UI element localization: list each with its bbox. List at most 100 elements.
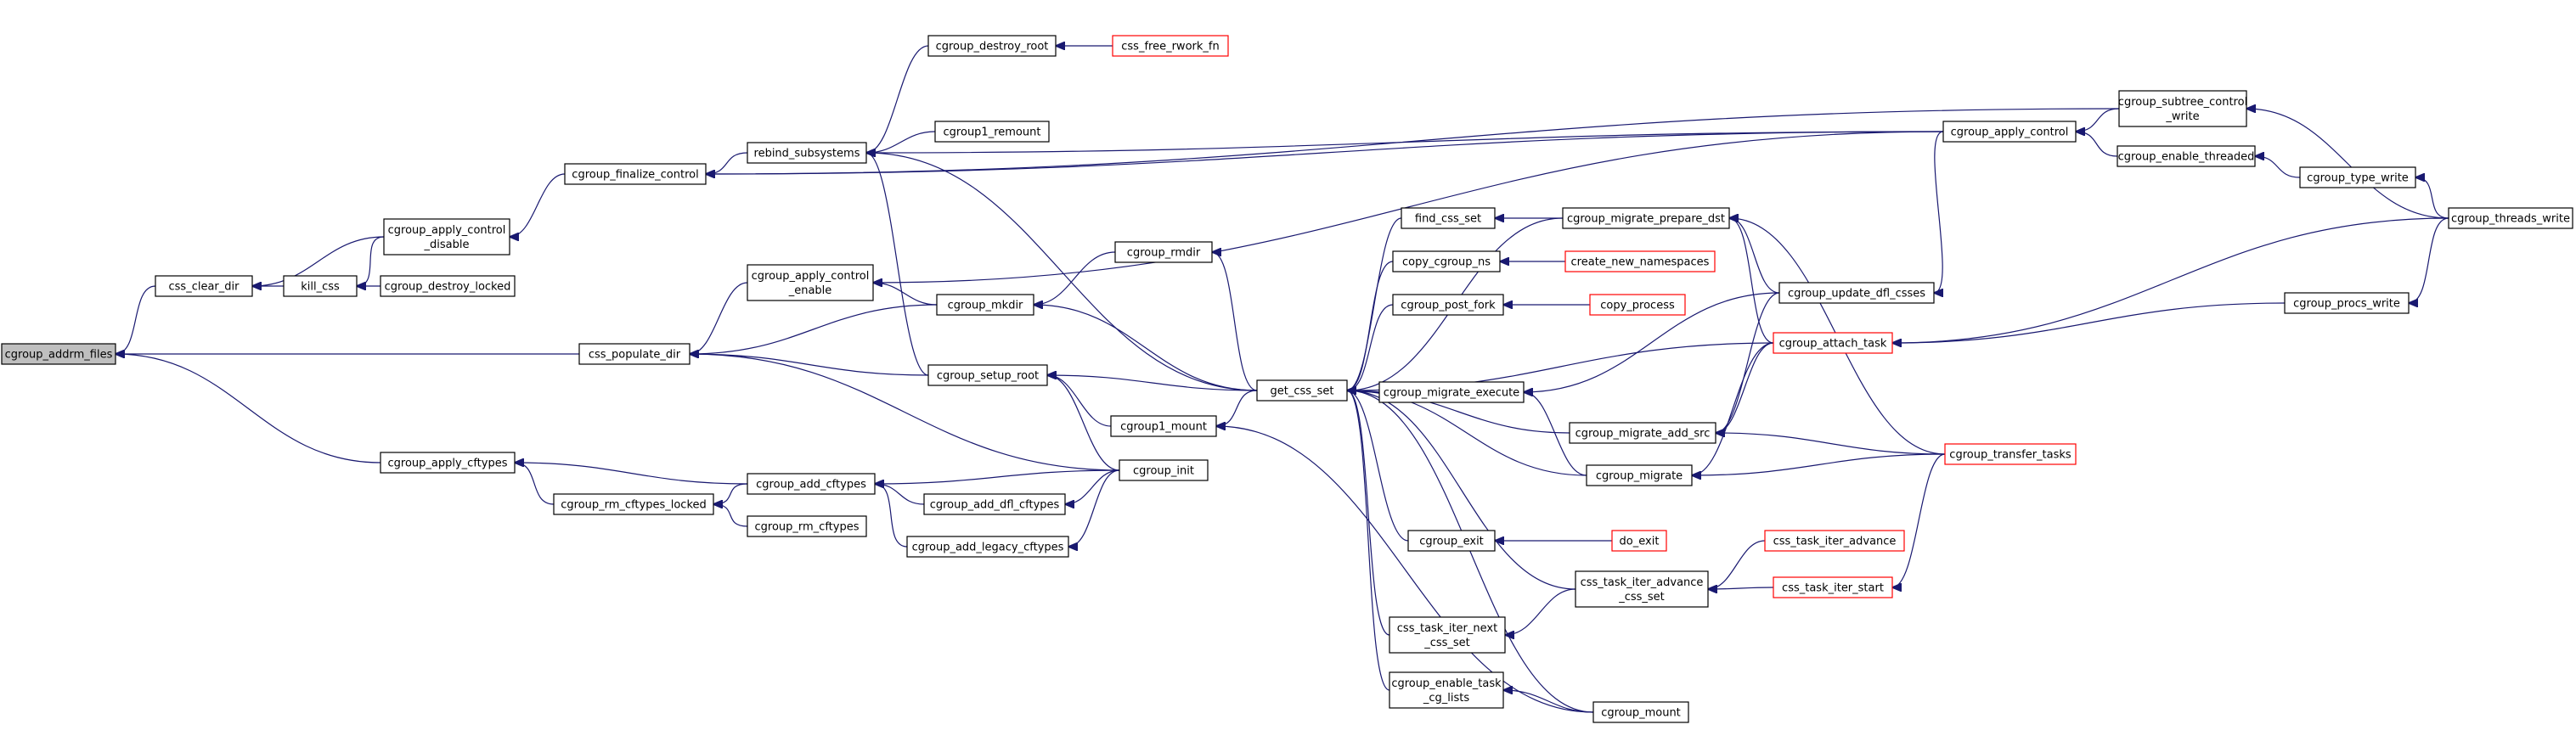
node-cgroup-destroy-root[interactable]: cgroup_destroy_root xyxy=(927,35,1057,57)
edge-cgroup_attach_task-to-cgroup_migrate_add_src xyxy=(1716,342,1774,433)
node-cgroup-apply-control-disable[interactable]: cgroup_apply_control_disable xyxy=(383,218,510,256)
node-cgroup-rm-cftypes[interactable]: cgroup_rm_cftypes xyxy=(747,515,867,537)
node-box xyxy=(1575,570,1709,608)
node-cgroup-setup-root[interactable]: cgroup_setup_root xyxy=(927,364,1048,386)
edge-cgroup_apply_cftypes-to-cgroup_addrm_files xyxy=(116,354,381,463)
node-cgroup-finalize-control[interactable]: cgroup_finalize_control xyxy=(564,163,707,185)
node-cgroup-update-dfl-csses[interactable]: cgroup_update_dfl_csses xyxy=(1778,282,1935,304)
edge-cgroup_init-to-cgroup_setup_root xyxy=(1047,375,1120,471)
node-cgroup-apply-control[interactable]: cgroup_apply_control xyxy=(1942,121,2077,143)
node-label: cgroup_destroy_root xyxy=(936,41,1049,53)
node-css-task-iter-advance[interactable]: css_task_iter_advance xyxy=(1764,530,1905,552)
edge-cgroup_attach_task-to-cgroup_migrate xyxy=(1692,342,1774,475)
edge-cgroup_finalize_control-to-cgroup_apply_control_disable xyxy=(510,173,566,237)
node-label: css_task_iter_next xyxy=(1397,622,1497,635)
node-box xyxy=(1773,332,1893,354)
node-cgroup-mount[interactable]: cgroup_mount xyxy=(1592,701,1689,723)
edge-cgroup_attach_task-to-cgroup_migrate_prepare_dst xyxy=(1729,218,1774,344)
node-cgroup-migrate[interactable]: cgroup_migrate xyxy=(1586,464,1693,486)
node-copy-process[interactable]: copy_process xyxy=(1589,294,1686,316)
node-get-css-set[interactable]: get_css_set xyxy=(1256,379,1348,402)
edge-cgroup_add_legacy_cftypes-to-cgroup_add_cftypes xyxy=(875,484,908,548)
node-cgroup-apply-cftypes[interactable]: cgroup_apply_cftypes xyxy=(380,452,516,474)
node-label: cgroup_mkdir xyxy=(948,300,1023,312)
node-label: cgroup_attach_task xyxy=(1779,338,1887,351)
node-cgroup-subtree-control-write[interactable]: cgroup_subtree_control_write xyxy=(2118,90,2247,127)
node-label: css_task_iter_start xyxy=(1782,582,1884,595)
node-box xyxy=(578,343,691,365)
node-css-task-iter-advance-css-set[interactable]: css_task_iter_advance_css_set xyxy=(1575,570,1709,608)
node-cgroup-enable-threaded[interactable]: cgroup_enable_threaded xyxy=(2117,145,2256,167)
node-label: css_free_rwork_fn xyxy=(1121,41,1219,53)
node-do-exit[interactable]: do_exit xyxy=(1611,530,1667,552)
edge-cgroup_subtree_control_write-to-cgroup_apply_control xyxy=(2076,108,2120,132)
node-cgroup-type-write[interactable]: cgroup_type_write xyxy=(2299,166,2416,188)
node-label: cgroup_apply_control xyxy=(752,270,870,283)
node-box xyxy=(923,493,1066,515)
edge-get_css_set-to-cgroup_mkdir xyxy=(1034,305,1258,391)
node-label: cgroup_add_legacy_cftypes xyxy=(912,542,1064,554)
node-css-clear-dir[interactable]: css_clear_dir xyxy=(155,275,253,297)
node-label: cgroup_mount xyxy=(1601,707,1681,720)
node-cgroup-migrate-execute[interactable]: cgroup_migrate_execute xyxy=(1378,381,1525,403)
node-cgroup-destroy-locked[interactable]: cgroup_destroy_locked xyxy=(380,275,516,297)
node-cgroup-attach-task[interactable]: cgroup_attach_task xyxy=(1773,332,1893,354)
node-css-populate-dir[interactable]: css_populate_dir xyxy=(578,343,691,365)
edge-cgroup_mkdir-to-css_populate_dir xyxy=(690,304,938,354)
node-box xyxy=(2117,145,2256,167)
node-label: css_task_iter_advance xyxy=(1773,536,1897,548)
node-cgroup-migrate-prepare-dst[interactable]: cgroup_migrate_prepare_dst xyxy=(1562,207,1730,229)
node-box xyxy=(1392,250,1501,272)
node-rebind-subsystems[interactable]: rebind_subsystems xyxy=(747,142,867,164)
node-box xyxy=(1592,701,1689,723)
node-css-task-iter-start[interactable]: css_task_iter_start xyxy=(1773,576,1893,598)
edge-cgroup_exit-to-get_css_set xyxy=(1347,390,1409,542)
node-cgroup-post-fork[interactable]: cgroup_post_fork xyxy=(1392,294,1504,316)
node-cgroup-migrate-add-src[interactable]: cgroup_migrate_add_src xyxy=(1569,422,1716,444)
edge-cgroup_transfer_tasks-to-cgroup_migrate xyxy=(1692,453,1946,475)
node-label: cgroup_rm_cftypes xyxy=(755,521,860,534)
node-cgroup-enable-task-cg-lists[interactable]: cgroup_enable_task_cg_lists xyxy=(1389,671,1504,709)
node-create-new-namespaces[interactable]: create_new_namespaces xyxy=(1564,250,1716,272)
node-copy-cgroup-ns[interactable]: copy_cgroup_ns xyxy=(1392,250,1501,272)
node-box xyxy=(383,218,510,256)
edge-cgroup_mount-to-cgroup1_mount xyxy=(1216,426,1594,713)
node-label: cgroup_migrate xyxy=(1596,470,1683,483)
node-box xyxy=(1773,576,1893,598)
node-cgroup-add-legacy-cftypes[interactable]: cgroup_add_legacy_cftypes xyxy=(906,536,1069,558)
node-css-task-iter-next-css-set[interactable]: css_task_iter_next_css_set xyxy=(1389,616,1506,654)
edge-cgroup_rmdir-to-cgroup_mkdir xyxy=(1034,251,1116,305)
node-cgroup-rmdir[interactable]: cgroup_rmdir xyxy=(1114,241,1213,263)
node-cgroup-init[interactable]: cgroup_init xyxy=(1119,459,1209,481)
node-label: css_populate_dir xyxy=(589,349,681,362)
node-cgroup-rm-cftypes-locked[interactable]: cgroup_rm_cftypes_locked xyxy=(553,493,714,515)
node-label: cgroup_apply_control xyxy=(388,224,506,237)
edge-cgroup_threads_write-to-cgroup_subtree_control_write xyxy=(2246,109,2449,219)
node-cgroup-exit[interactable]: cgroup_exit xyxy=(1407,530,1496,552)
node-find-css-set[interactable]: find_css_set xyxy=(1401,207,1496,229)
node-cgroup-transfer-tasks[interactable]: cgroup_transfer_tasks xyxy=(1944,443,2077,465)
node-cgroup-apply-control-enable[interactable]: cgroup_apply_control_enable xyxy=(747,264,874,301)
node-cgroup-mkdir[interactable]: cgroup_mkdir xyxy=(936,294,1034,316)
node-box xyxy=(2284,292,2410,314)
node-cgroup1-mount[interactable]: cgroup1_mount xyxy=(1110,415,1217,437)
node-box xyxy=(155,275,253,297)
node-kill-css[interactable]: kill_css xyxy=(283,275,358,297)
node-box xyxy=(1114,241,1213,263)
node-cgroup-add-dfl-cftypes[interactable]: cgroup_add_dfl_cftypes xyxy=(923,493,1066,515)
node-css-free-rwork-fn[interactable]: css_free_rwork_fn xyxy=(1112,35,1229,57)
node-box xyxy=(2299,166,2416,188)
node-cgroup1-remount[interactable]: cgroup1_remount xyxy=(934,121,1050,143)
edge-css_task_iter_advance_css_set-to-css_task_iter_next_css_set xyxy=(1505,588,1576,635)
edge-css_clear_dir-to-cgroup_addrm_files xyxy=(116,285,156,354)
node-label: cgroup_init xyxy=(1133,465,1194,478)
node-box xyxy=(1586,464,1693,486)
node-box xyxy=(380,275,516,297)
node-cgroup-procs-write[interactable]: cgroup_procs_write xyxy=(2284,292,2410,314)
node-cgroup-add-cftypes[interactable]: cgroup_add_cftypes xyxy=(747,473,876,495)
node-cgroup-addrm-files[interactable]: cgroup_addrm_files xyxy=(1,343,116,365)
node-cgroup-threads-write[interactable]: cgroup_threads_write xyxy=(2448,207,2573,229)
edge-cgroup_setup_root-to-rebind_subsystems xyxy=(866,153,929,376)
node-label: cgroup_add_dfl_cftypes xyxy=(930,499,1060,512)
edge-cgroup_init-to-cgroup_add_dfl_cftypes xyxy=(1065,469,1120,504)
